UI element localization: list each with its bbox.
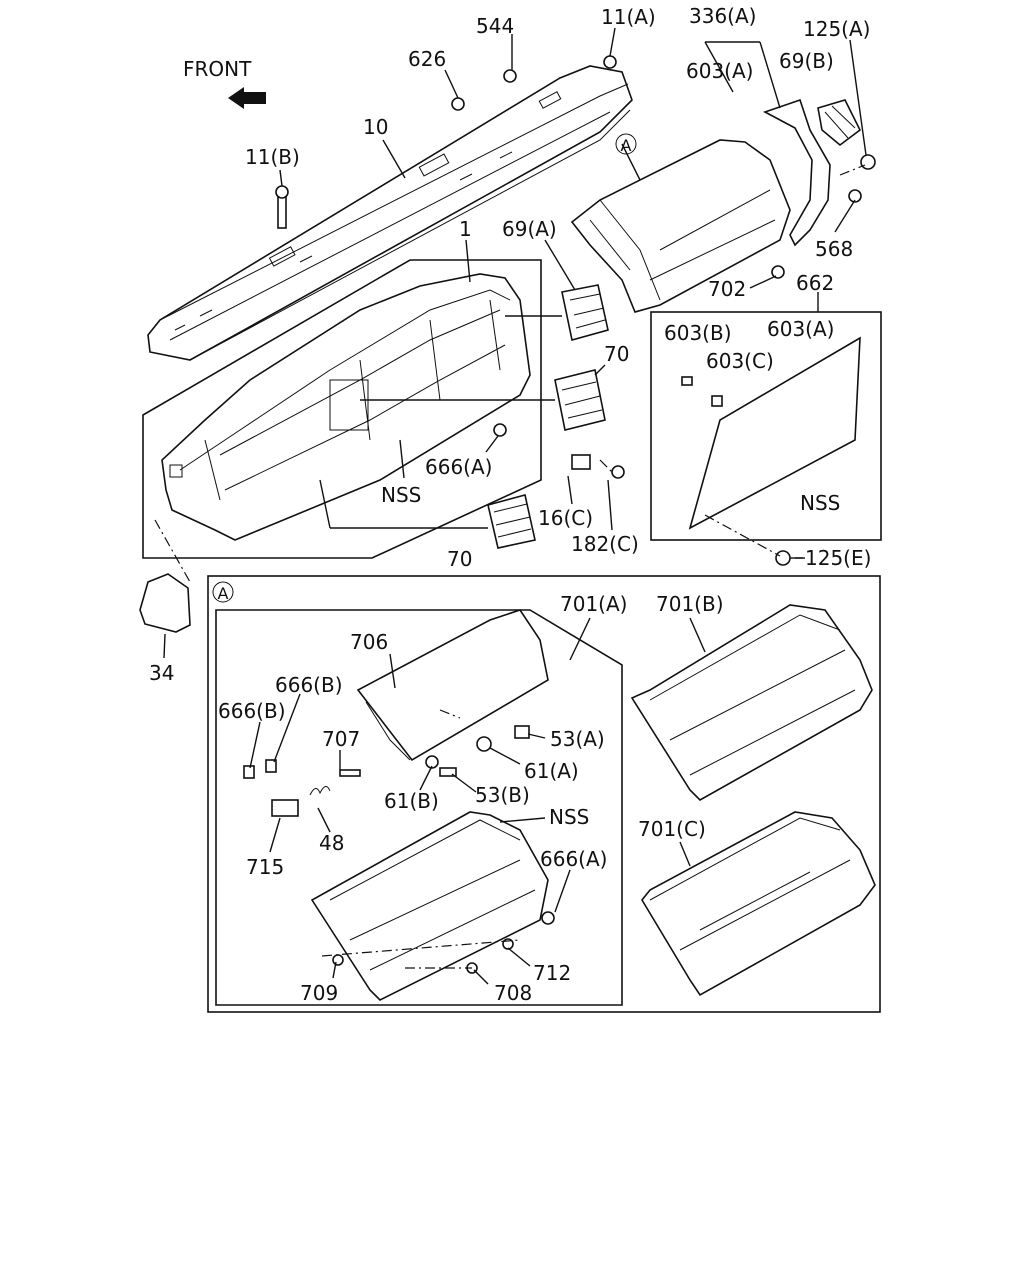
circle-a-box-label: A bbox=[218, 584, 229, 603]
box-a-inner bbox=[215, 609, 623, 1006]
callout-70-lower: 70 bbox=[447, 547, 472, 571]
side-cap bbox=[139, 573, 191, 633]
callout-nss-box: NSS bbox=[800, 491, 840, 515]
lower-fasteners bbox=[243, 725, 555, 974]
callout-666a-lower: 666(A) bbox=[540, 847, 607, 871]
circle-a-top-label: A bbox=[621, 136, 632, 155]
box-662 bbox=[650, 311, 882, 541]
air-vents bbox=[487, 284, 609, 549]
callout-603a-top: 603(A) bbox=[686, 59, 753, 83]
callout-69b: 69(B) bbox=[779, 49, 834, 73]
circle-a-top-marker: A bbox=[615, 133, 637, 155]
callout-706: 706 bbox=[350, 630, 388, 654]
callout-nss-panel: NSS bbox=[381, 483, 421, 507]
glove-lid bbox=[356, 609, 549, 762]
callout-666b-2: 666(B) bbox=[218, 699, 286, 723]
callout-715: 715 bbox=[246, 855, 284, 879]
callout-709: 709 bbox=[300, 981, 338, 1005]
box-701c bbox=[641, 811, 876, 997]
callout-701a: 701(A) bbox=[560, 592, 627, 616]
callout-568: 568 bbox=[815, 237, 853, 261]
dash-top-cover bbox=[147, 65, 633, 361]
glove-box-lower bbox=[310, 811, 549, 1001]
callout-666b-1: 666(B) bbox=[275, 673, 343, 697]
callout-53a: 53(A) bbox=[550, 727, 605, 751]
lower-leaders bbox=[249, 617, 706, 985]
callout-712: 712 bbox=[533, 961, 571, 985]
callout-701c: 701(C) bbox=[638, 817, 706, 841]
callout-702: 702 bbox=[708, 277, 746, 301]
callout-336a: 336(A) bbox=[689, 4, 756, 28]
callout-53b: 53(B) bbox=[475, 783, 530, 807]
callout-61a: 61(A) bbox=[524, 759, 579, 783]
glove-door bbox=[688, 336, 861, 530]
callout-61b: 61(B) bbox=[384, 789, 439, 813]
side-panel bbox=[763, 98, 862, 247]
callout-544: 544 bbox=[476, 14, 514, 38]
glove-box-upper bbox=[570, 139, 791, 313]
callout-603b: 603(B) bbox=[664, 321, 732, 345]
callout-11b: 11(B) bbox=[245, 145, 300, 169]
box-701b bbox=[630, 604, 873, 801]
callout-11a: 11(A) bbox=[601, 5, 656, 29]
circle-a-box-marker: A bbox=[212, 581, 234, 603]
front-arrow-icon bbox=[228, 87, 266, 109]
front-label: FRONT bbox=[183, 57, 252, 81]
front-indicator: FRONT bbox=[183, 57, 266, 109]
callout-10: 10 bbox=[363, 115, 388, 139]
callout-48: 48 bbox=[319, 831, 344, 855]
callout-34: 34 bbox=[149, 661, 174, 685]
callout-666a-upper: 666(A) bbox=[425, 455, 492, 479]
callout-182c: 182(C) bbox=[571, 532, 639, 556]
callout-701b: 701(B) bbox=[656, 592, 724, 616]
callout-70-upper: 70 bbox=[604, 342, 629, 366]
callout-626: 626 bbox=[408, 47, 446, 71]
callout-603a-box: 603(A) bbox=[767, 317, 834, 341]
callout-707: 707 bbox=[322, 727, 360, 751]
callout-708: 708 bbox=[494, 981, 532, 1005]
callout-125e: 125(E) bbox=[805, 546, 871, 570]
callout-1: 1 bbox=[459, 217, 472, 241]
callout-16c: 16(C) bbox=[538, 506, 593, 530]
callout-nss-glove: NSS bbox=[549, 805, 589, 829]
box-a bbox=[207, 575, 881, 1013]
callout-labels: 544 11(A) 336(A) 125(A) 626 603(A) 69(B)… bbox=[149, 4, 871, 1005]
callout-662: 662 bbox=[796, 271, 834, 295]
callout-603c: 603(C) bbox=[706, 349, 774, 373]
callout-69a: 69(A) bbox=[502, 217, 557, 241]
callout-125a: 125(A) bbox=[803, 17, 870, 41]
upper-leaders bbox=[154, 27, 867, 659]
